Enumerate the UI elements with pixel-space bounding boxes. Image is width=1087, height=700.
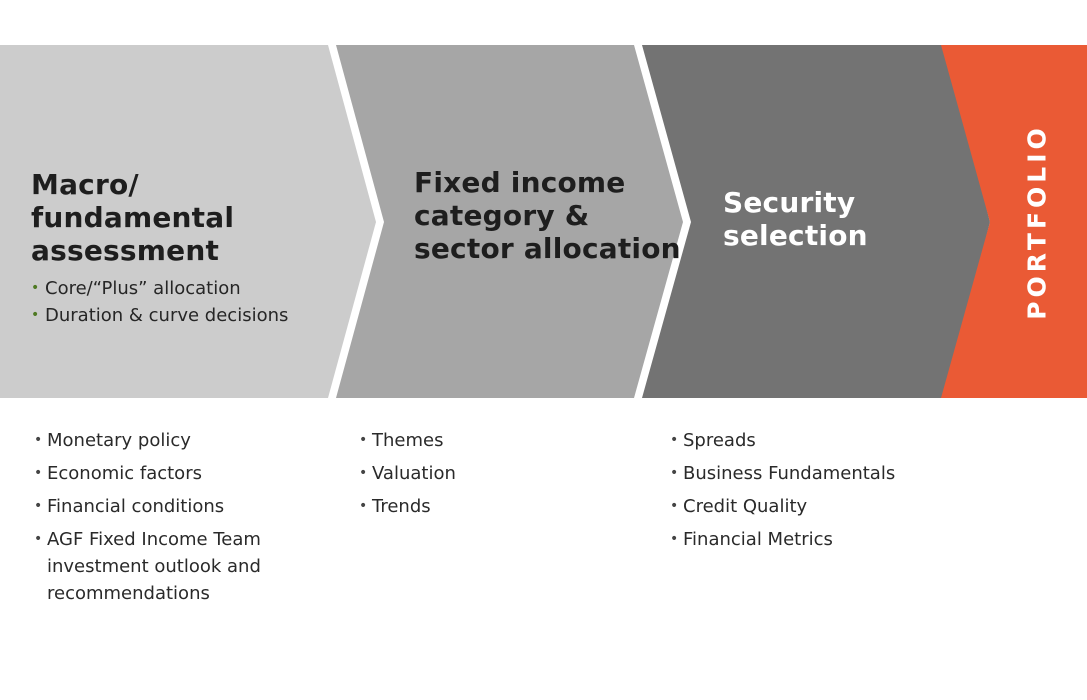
- stage-1-factor-line: AGF Fixed Income Team: [47, 529, 261, 550]
- stage-1-factor: AGF Fixed Income Team investment outlook…: [34, 526, 314, 607]
- stage-2-chevron: [336, 45, 683, 398]
- stage-3-factor-line: Business Fundamentals: [683, 463, 896, 484]
- stage-2-factor: Trends: [359, 493, 609, 520]
- stage-2-factor: Themes: [359, 427, 609, 454]
- stage-2-factor: Valuation: [359, 460, 609, 487]
- stage-1-inner-list: Core/“Plus” allocation Duration & curve …: [31, 275, 288, 329]
- stage-1-factor: Economic factors: [34, 460, 314, 487]
- stage-1-factor-line: Financial conditions: [47, 496, 225, 517]
- stage-1-title-line: fundamental: [31, 201, 235, 234]
- stage-2-factor-line: Valuation: [372, 463, 456, 484]
- stage-1-title: Macro/ fundamental assessment: [31, 168, 288, 267]
- stage-1-title-line: Macro/: [31, 168, 139, 201]
- portfolio-block: [941, 45, 1087, 398]
- stage-1-factor-line: Economic factors: [47, 463, 202, 484]
- stage-2-factor-list: Themes Valuation Trends: [359, 427, 609, 526]
- stage-3-content: Security selection: [723, 186, 868, 252]
- stage-1-factor: Financial conditions: [34, 493, 314, 520]
- stage-1-factor-line: investment outlook and: [47, 556, 261, 577]
- stage-2-title-line: category &: [414, 199, 590, 232]
- stage-3-title-line: selection: [723, 219, 868, 252]
- stage-2-factor-line: Themes: [372, 430, 444, 451]
- stage-3-factor-list: Spreads Business Fundamentals Credit Qua…: [670, 427, 930, 559]
- stage-1-factor-list: Monetary policy Economic factors Financi…: [34, 427, 314, 613]
- stage-3-factor-line: Credit Quality: [683, 496, 808, 517]
- stage-3-factor-line: Spreads: [683, 430, 756, 451]
- stage-3-factor: Business Fundamentals: [670, 460, 930, 487]
- stage-3-chevron: [642, 45, 990, 398]
- stage-2-title: Fixed income category & sector allocatio…: [414, 166, 681, 265]
- stage-3-factor: Financial Metrics: [670, 526, 930, 553]
- stage-1-inner-bullet: Core/“Plus” allocation: [31, 275, 288, 302]
- stage-3-factor: Credit Quality: [670, 493, 930, 520]
- stage-2-title-line: Fixed income: [414, 166, 626, 199]
- stage-3-factor-line: Financial Metrics: [683, 529, 833, 550]
- portfolio-label: PORTFOLIO: [1022, 124, 1052, 320]
- stage-2-title-line: sector allocation: [414, 232, 681, 265]
- stage-1-factor-line: recommendations: [47, 583, 210, 604]
- stage-3-title-line: Security: [723, 186, 856, 219]
- stage-1-factor-line: Monetary policy: [47, 430, 191, 451]
- stage-3-factor: Spreads: [670, 427, 930, 454]
- stage-1-title-line: assessment: [31, 234, 220, 267]
- stage-2-content: Fixed income category & sector allocatio…: [414, 166, 681, 265]
- stage-2-factor-line: Trends: [372, 496, 431, 517]
- stage-1-content: Macro/ fundamental assessment Core/“Plus…: [31, 168, 288, 329]
- stage-3-title: Security selection: [723, 186, 868, 252]
- stage-1-factor: Monetary policy: [34, 427, 314, 454]
- stage-1-inner-bullet: Duration & curve decisions: [31, 302, 288, 329]
